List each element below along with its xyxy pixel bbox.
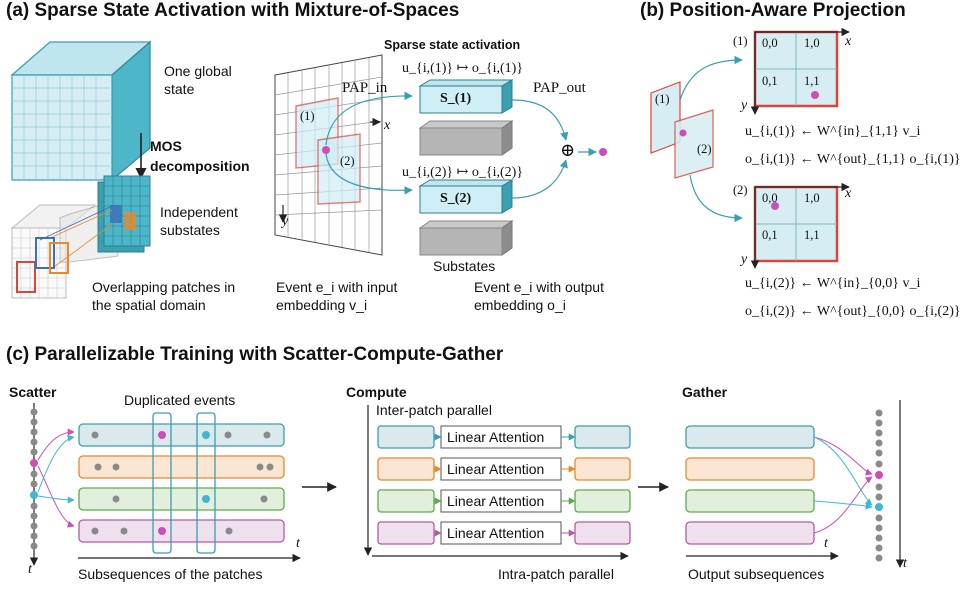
- pap-out-label: PAP_out: [533, 80, 586, 96]
- grid2-x-label: x: [845, 186, 852, 201]
- grid1-cell-10: 1,0: [804, 36, 820, 50]
- pap-patch-2-label: (2): [697, 142, 712, 156]
- global-state-label: One global state: [164, 63, 232, 97]
- substate-grey-2: [418, 220, 514, 256]
- gather-contents: [685, 400, 905, 568]
- scatter-t-label: t: [296, 536, 300, 551]
- panel-b-title: (b) Position-Aware Projection: [640, 0, 906, 21]
- event-input-label: Event e_i with input embedding v_i: [276, 279, 398, 313]
- sum-symbol: ⊕: [560, 140, 576, 160]
- substate-s1-label: S_(1): [440, 91, 472, 106]
- grid1-x-label: x: [845, 34, 852, 49]
- panel-a-title: (a) Sparse State Activation with Mixture…: [6, 0, 460, 21]
- gather-title: Gather: [682, 384, 728, 400]
- patch-2-label: (2): [340, 154, 355, 168]
- equation-4: o_{i,(2)} ← W^{out}_{0,0} o_{i,(2)}: [745, 304, 961, 319]
- linear-attention-2: Linear Attention: [447, 461, 545, 477]
- substate-grey-1: [418, 120, 514, 156]
- equation-2: o_{i,(1)} ← W^{out}_{1,1} o_{i,(1)}: [745, 152, 961, 167]
- output-event-dot: [599, 148, 607, 156]
- patch-1-label: (1): [300, 109, 315, 123]
- substates-stack: [10, 175, 151, 299]
- axis-x-label: x: [384, 118, 391, 133]
- grid-2-label: (2): [733, 183, 748, 197]
- event-output-label: Event e_i with output embedding o_i: [474, 279, 604, 313]
- substates-label: Substates: [433, 258, 496, 274]
- overlapping-patches-label: Overlapping patches in the spatial domai…: [92, 279, 236, 313]
- intra-patch-label: Intra-patch parallel: [498, 566, 614, 582]
- pap-grid-1: [750, 27, 850, 115]
- substate-box-2: [418, 179, 514, 214]
- axis-y-label: y: [282, 214, 289, 229]
- duplicated-events-label: Duplicated events: [124, 392, 236, 408]
- compute-contents: [363, 405, 631, 561]
- equation-3: u_{i,(2)} ← W^{in}_{0,0} v_i: [745, 276, 921, 291]
- mapping-2: u_{i,(2)} ↦ o_{i,(2)}: [402, 165, 524, 180]
- sparse-activation-label: Sparse state activation: [384, 38, 521, 52]
- grid1-cell-01: 0,1: [762, 74, 778, 88]
- scatter-title: Scatter: [9, 384, 57, 400]
- grid1-cell-00: 0,0: [762, 36, 778, 50]
- gather-t-vertical-label: t: [903, 556, 907, 571]
- panel-c-title: (c) Parallelizable Training with Scatter…: [6, 344, 504, 365]
- grid2-cell-11: 1,1: [804, 228, 820, 242]
- substate-box-1: [418, 79, 514, 114]
- grid2-cell-10: 1,0: [804, 191, 820, 205]
- gather-t-label: t: [824, 536, 828, 551]
- grid1-cell-11: 1,1: [804, 74, 820, 88]
- pap-grid-2: [750, 182, 850, 269]
- pap-patches: [650, 81, 714, 179]
- scatter-contents: [29, 403, 301, 566]
- output-subsequences-label: Output subsequences: [688, 566, 825, 582]
- pap-in-label: PAP_in: [342, 80, 388, 96]
- mapping-1: u_{i,(1)} ↦ o_{i,(1)}: [402, 61, 524, 76]
- scatter-t-vertical-label: t: [28, 562, 32, 577]
- equation-1: u_{i,(1)} ← W^{in}_{1,1} v_i: [745, 124, 921, 139]
- linear-attention-1: Linear Attention: [447, 429, 545, 445]
- global-state-cube: [10, 40, 152, 182]
- subsequences-label: Subsequences of the patches: [78, 566, 263, 582]
- linear-attention-4: Linear Attention: [447, 525, 545, 541]
- grid1-y-label: y: [741, 98, 748, 113]
- decomposition-label: decomposition: [150, 158, 250, 174]
- pap-patch-1-label: (1): [655, 92, 670, 106]
- grid2-cell-00: 0,0: [762, 191, 778, 205]
- independent-substates-label: Independent substates: [160, 204, 238, 238]
- diagram-canvas: [10, 27, 905, 568]
- compute-title: Compute: [346, 384, 407, 400]
- grid-1-label: (1): [733, 34, 748, 48]
- substate-s2-label: S_(2): [440, 191, 472, 206]
- grid2-y-label: y: [741, 252, 748, 267]
- linear-attention-3: Linear Attention: [447, 493, 545, 509]
- mos-label: MOS: [150, 138, 182, 154]
- grid2-cell-01: 0,1: [762, 228, 778, 242]
- inter-patch-label: Inter-patch parallel: [376, 402, 492, 418]
